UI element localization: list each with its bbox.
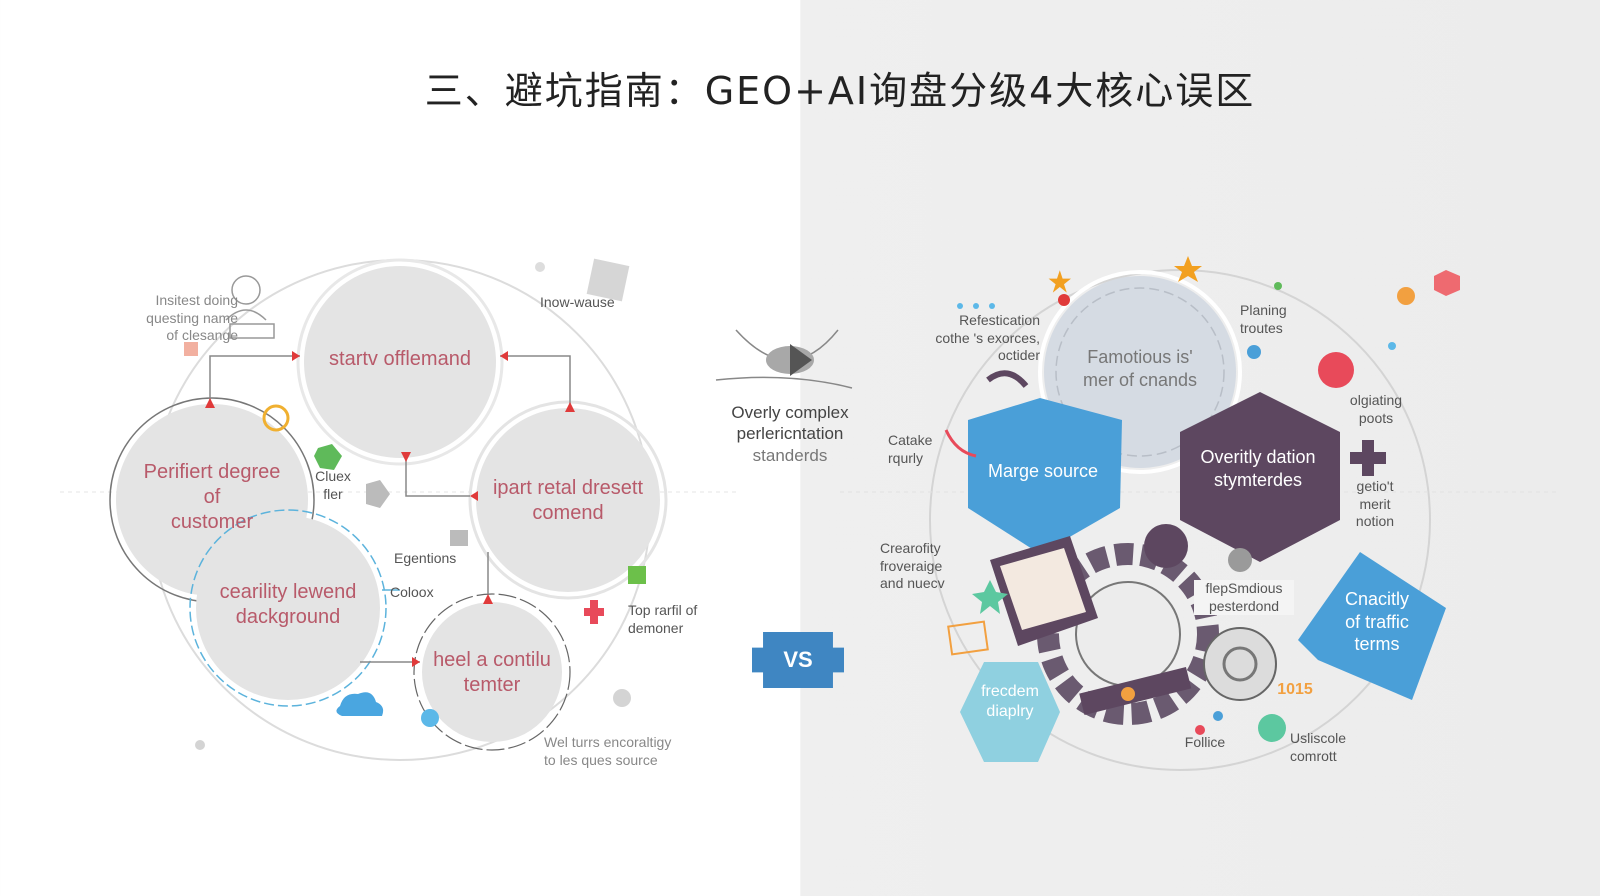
cloud-icon — [336, 692, 384, 716]
frame-icon — [947, 620, 989, 656]
left-circle-top — [304, 266, 496, 458]
gray-square-icon — [586, 258, 630, 302]
plus-icon — [1350, 440, 1386, 476]
rail-icon — [1079, 666, 1192, 715]
left-circle-right — [476, 408, 660, 592]
blue-badge — [1298, 552, 1446, 700]
stack-icon — [184, 342, 198, 356]
left-note-5: Coloox — [390, 584, 434, 600]
blue-hexagon — [968, 398, 1122, 554]
star-icon-2 — [1174, 256, 1202, 282]
blue-hexagon-label: Marge source — [987, 461, 1099, 481]
sun-icon — [262, 404, 290, 432]
blue-dot-icon — [421, 709, 439, 727]
green-hexagon-icon — [314, 444, 342, 470]
box-icon — [450, 530, 468, 546]
web-icon — [1144, 524, 1188, 568]
hook-icon — [986, 370, 1029, 388]
right-circle-top-label: Famotious is'mer of cnands — [1082, 347, 1198, 390]
connector-1 — [209, 355, 300, 400]
connector-3 — [405, 460, 470, 497]
page-title: 三、避坑指南：GEO+AI询盘分级4大核心误区 — [424, 69, 1256, 113]
purple-hexagon — [1180, 392, 1340, 562]
left-circle-top-label: startv offlemand — [329, 348, 471, 370]
left-circle-bottom-left — [196, 516, 380, 700]
right-note-9: Follice — [1184, 734, 1226, 750]
right-note-8: 1015 — [1277, 681, 1313, 698]
star-icon — [1048, 270, 1071, 293]
target-icon — [1203, 627, 1277, 701]
vs-badge: VS — [752, 632, 844, 688]
left-circle-bottom-right — [422, 602, 562, 742]
red-ball-icon — [1318, 352, 1354, 388]
person-icon — [225, 275, 275, 339]
green-square-icon — [628, 566, 646, 584]
left-note-4: Egentions — [394, 550, 457, 566]
left-note-2: Inow-wause — [540, 294, 615, 310]
arrow-shape-icon — [366, 480, 390, 508]
red-cross-icon — [584, 600, 604, 624]
lightblue-hexagon — [960, 662, 1060, 762]
connector-2 — [500, 355, 571, 404]
compass-icon — [715, 329, 853, 389]
